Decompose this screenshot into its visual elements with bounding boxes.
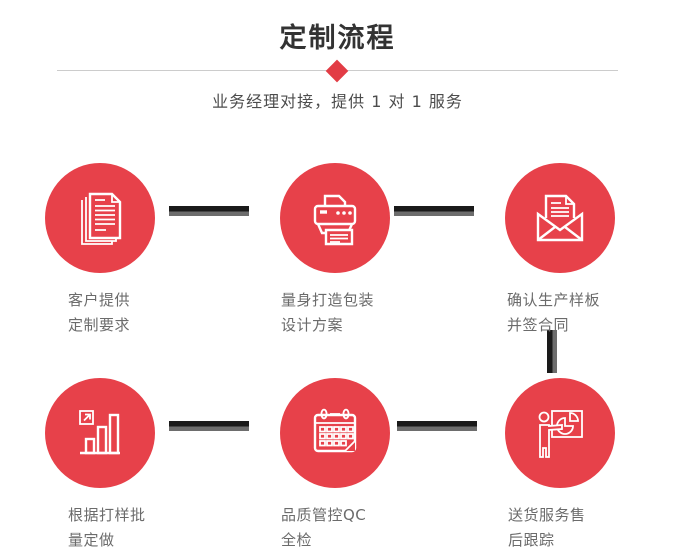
step3-label: 确认生产样板 并签合同: [507, 291, 601, 334]
step5-circle: [280, 378, 390, 488]
step2-label: 量身打造包装 设计方案: [281, 291, 375, 334]
connector-step3-step6: [547, 330, 557, 373]
step1-label: 客户提供 定制要求: [68, 291, 131, 334]
page-title: 定制流程: [279, 23, 396, 54]
step6-label: 送货服务售 后跟踪: [508, 506, 586, 549]
step4-label: 根据打样批 量定做: [68, 506, 146, 549]
step5-label: 品质管控QC 全检: [281, 506, 367, 549]
step4-circle: [45, 378, 155, 488]
connector-step4-step5: [169, 421, 249, 431]
stacked-documents-icon: [81, 192, 122, 245]
presentation-icon: [538, 410, 583, 458]
page-subtitle: 业务经理对接，提供 1 对 1 服务: [212, 92, 463, 111]
step2-circle: [280, 163, 390, 273]
step6-circle: [505, 378, 615, 488]
step3-circle: [505, 163, 615, 273]
connector-step1-step2: [169, 206, 249, 216]
diamond-marker: [325, 59, 349, 83]
connector-step5-step6: [397, 421, 477, 431]
step1-circle: [45, 163, 155, 273]
connector-step2-step3: [394, 206, 474, 216]
printer-icon: [313, 194, 357, 246]
calendar-icon: [313, 408, 357, 453]
envelope-letter-icon: [536, 194, 584, 242]
bar-chart-icon: [79, 410, 120, 455]
